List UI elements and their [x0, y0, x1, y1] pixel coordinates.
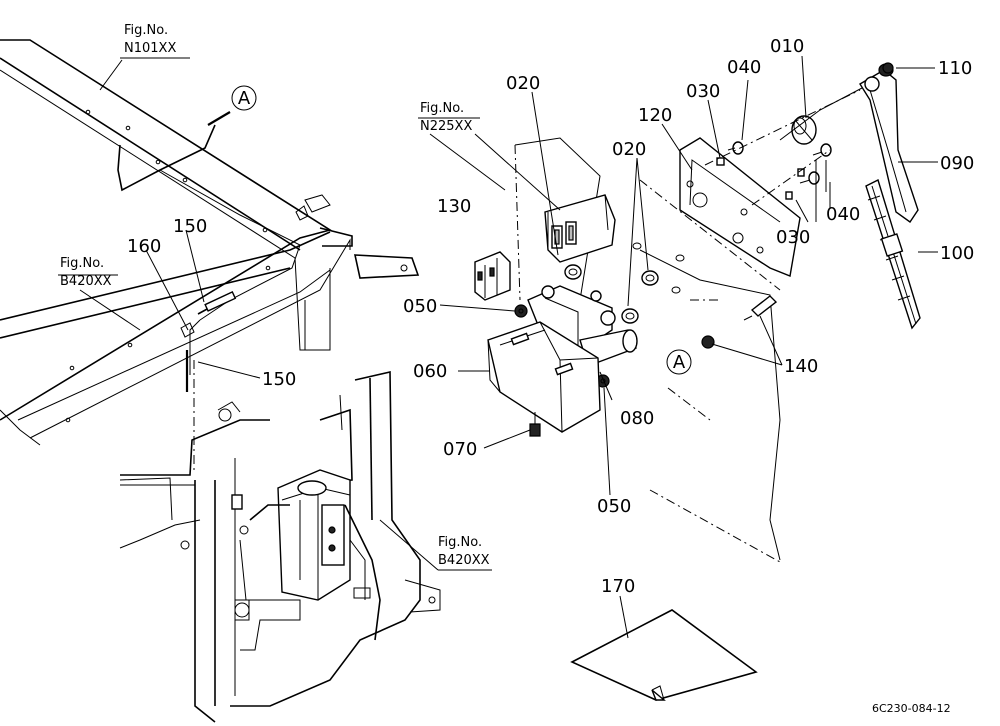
figref-n225: Fig.No. N225XX [420, 101, 472, 134]
label-100: 100 [940, 243, 974, 264]
figref-b420-left: Fig.No. B420XX [60, 256, 112, 289]
figref-n101-title: Fig.No. [124, 23, 168, 38]
washer-tank [249, 469, 381, 641]
label-170: 170 [601, 576, 635, 597]
label-140: 140 [784, 356, 818, 377]
nuts-050 [514, 304, 610, 388]
figref-b420-bottom: Fig.No. B420XX [438, 535, 490, 568]
wiper-motor-bracket [544, 194, 616, 263]
label-090: 090 [940, 153, 974, 174]
label-110: 110 [938, 58, 972, 79]
diagram-code: 6C230-084-12 [872, 702, 951, 715]
relay-130 [474, 251, 511, 301]
figref-n225-code: N225XX [420, 119, 472, 134]
cab-roof-frame [0, 39, 420, 470]
label-150-top: 150 [173, 216, 207, 237]
cab-pillar [119, 370, 441, 723]
nut-110 [882, 62, 894, 74]
figref-n101: Fig.No. N101XX [124, 23, 176, 56]
marker-a-right: A [666, 349, 692, 375]
label-120: 120 [638, 105, 672, 126]
grommets-020 [564, 242, 685, 324]
label-060: 060 [413, 361, 447, 382]
label-010: 010 [770, 36, 804, 57]
label-070: 070 [443, 439, 477, 460]
label-020-top: 020 [506, 73, 540, 94]
label-050-left: 050 [403, 296, 437, 317]
label-080: 080 [620, 408, 654, 429]
bolts-040-030 [704, 89, 861, 206]
marker-a-right-text: A [673, 352, 686, 373]
leader-lines [58, 55, 938, 639]
grommet-010 [791, 115, 817, 145]
label-040-top: 040 [727, 57, 761, 78]
label-040-right: 040 [826, 204, 860, 225]
label-030-right: 030 [776, 227, 810, 248]
cable-tie-170 [570, 609, 758, 701]
label-130: 130 [437, 196, 471, 217]
label-160: 160 [127, 236, 161, 257]
figref-n101-code: N101XX [124, 41, 176, 56]
figref-b420-bottom-code: B420XX [438, 553, 490, 568]
figref-n225-title: Fig.No. [420, 101, 464, 116]
motor-cover-060 [487, 321, 601, 433]
label-020-mid: 020 [612, 139, 646, 160]
label-150-bottom: 150 [262, 369, 296, 390]
marker-a-top: A [231, 85, 257, 111]
marker-a-top-text: A [238, 88, 251, 109]
label-030-top: 030 [686, 81, 720, 102]
label-050-bottom: 050 [597, 496, 631, 517]
clip-140 [701, 295, 778, 349]
plate-120 [679, 137, 801, 277]
figref-b420-left-title: Fig.No. [60, 256, 104, 271]
wiper-blade-100 [865, 179, 921, 330]
figref-b420-left-code: B420XX [60, 274, 112, 289]
bolt-070 [529, 412, 541, 437]
figref-b420-bottom-title: Fig.No. [438, 535, 482, 550]
